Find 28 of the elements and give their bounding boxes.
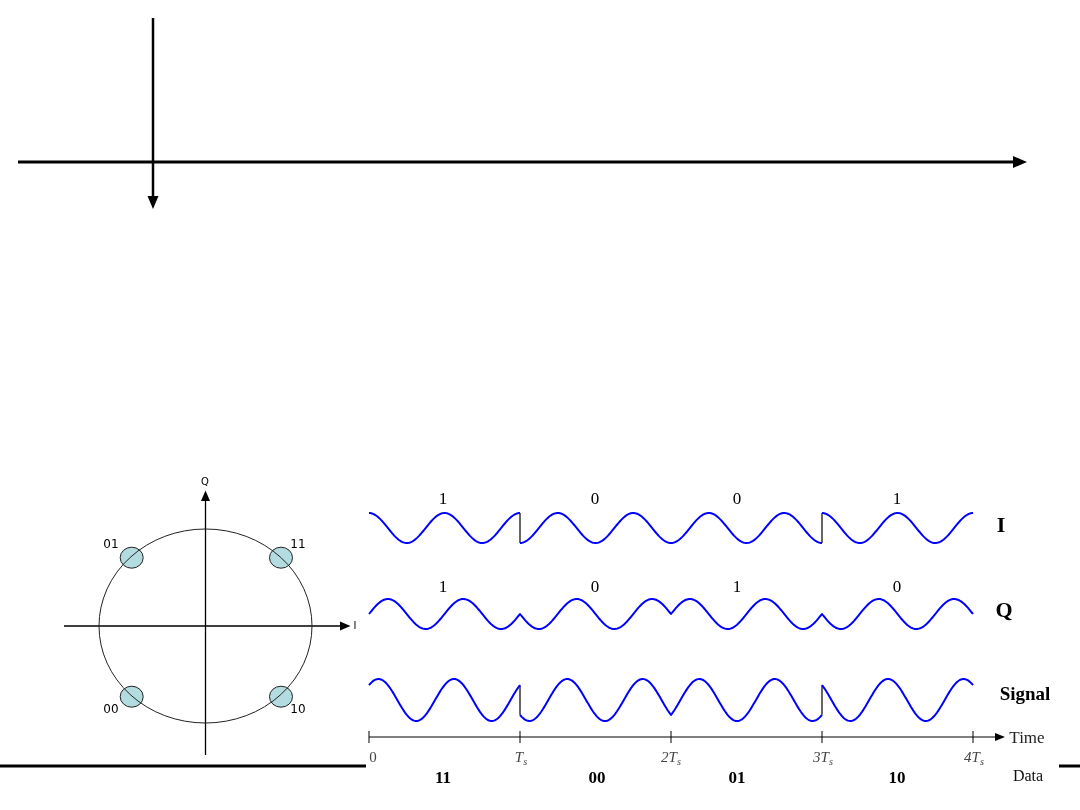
tick-label: 0 — [369, 749, 377, 765]
data-label: 00 — [588, 768, 606, 786]
tick-label: 3T$_{s}$ — [813, 749, 833, 765]
tick-label: 2T$_{s}$ — [661, 749, 681, 765]
bit-label: 0 — [892, 577, 902, 595]
data-label: 11 — [434, 768, 452, 786]
point-label: 11 — [290, 538, 306, 550]
bit-label: 1 — [732, 577, 742, 595]
channel-label: Q — [995, 599, 1013, 621]
bit-label: 0 — [732, 489, 742, 507]
bit-label: 0 — [590, 489, 600, 507]
tick-label: 4T$_{s}$ — [964, 749, 984, 765]
tick-label: T$_{s}$ — [514, 749, 528, 765]
point-label: 10 — [290, 703, 306, 715]
channel-label: I — [996, 514, 1006, 536]
bit-label: 1 — [438, 577, 448, 595]
axis-label: I — [353, 621, 357, 631]
point-label: 00 — [103, 703, 119, 715]
point-label: 01 — [103, 538, 119, 550]
bit-label: 1 — [892, 489, 902, 507]
data-label: 01 — [728, 768, 746, 786]
row-label: Data — [1012, 768, 1044, 784]
channel-label: Signal — [999, 683, 1051, 703]
bit-label: 0 — [590, 577, 600, 595]
axis-label: Q — [201, 477, 209, 487]
data-label: 10 — [888, 768, 906, 786]
bit-label: 1 — [438, 489, 448, 507]
axis-label: Time — [1009, 728, 1045, 746]
